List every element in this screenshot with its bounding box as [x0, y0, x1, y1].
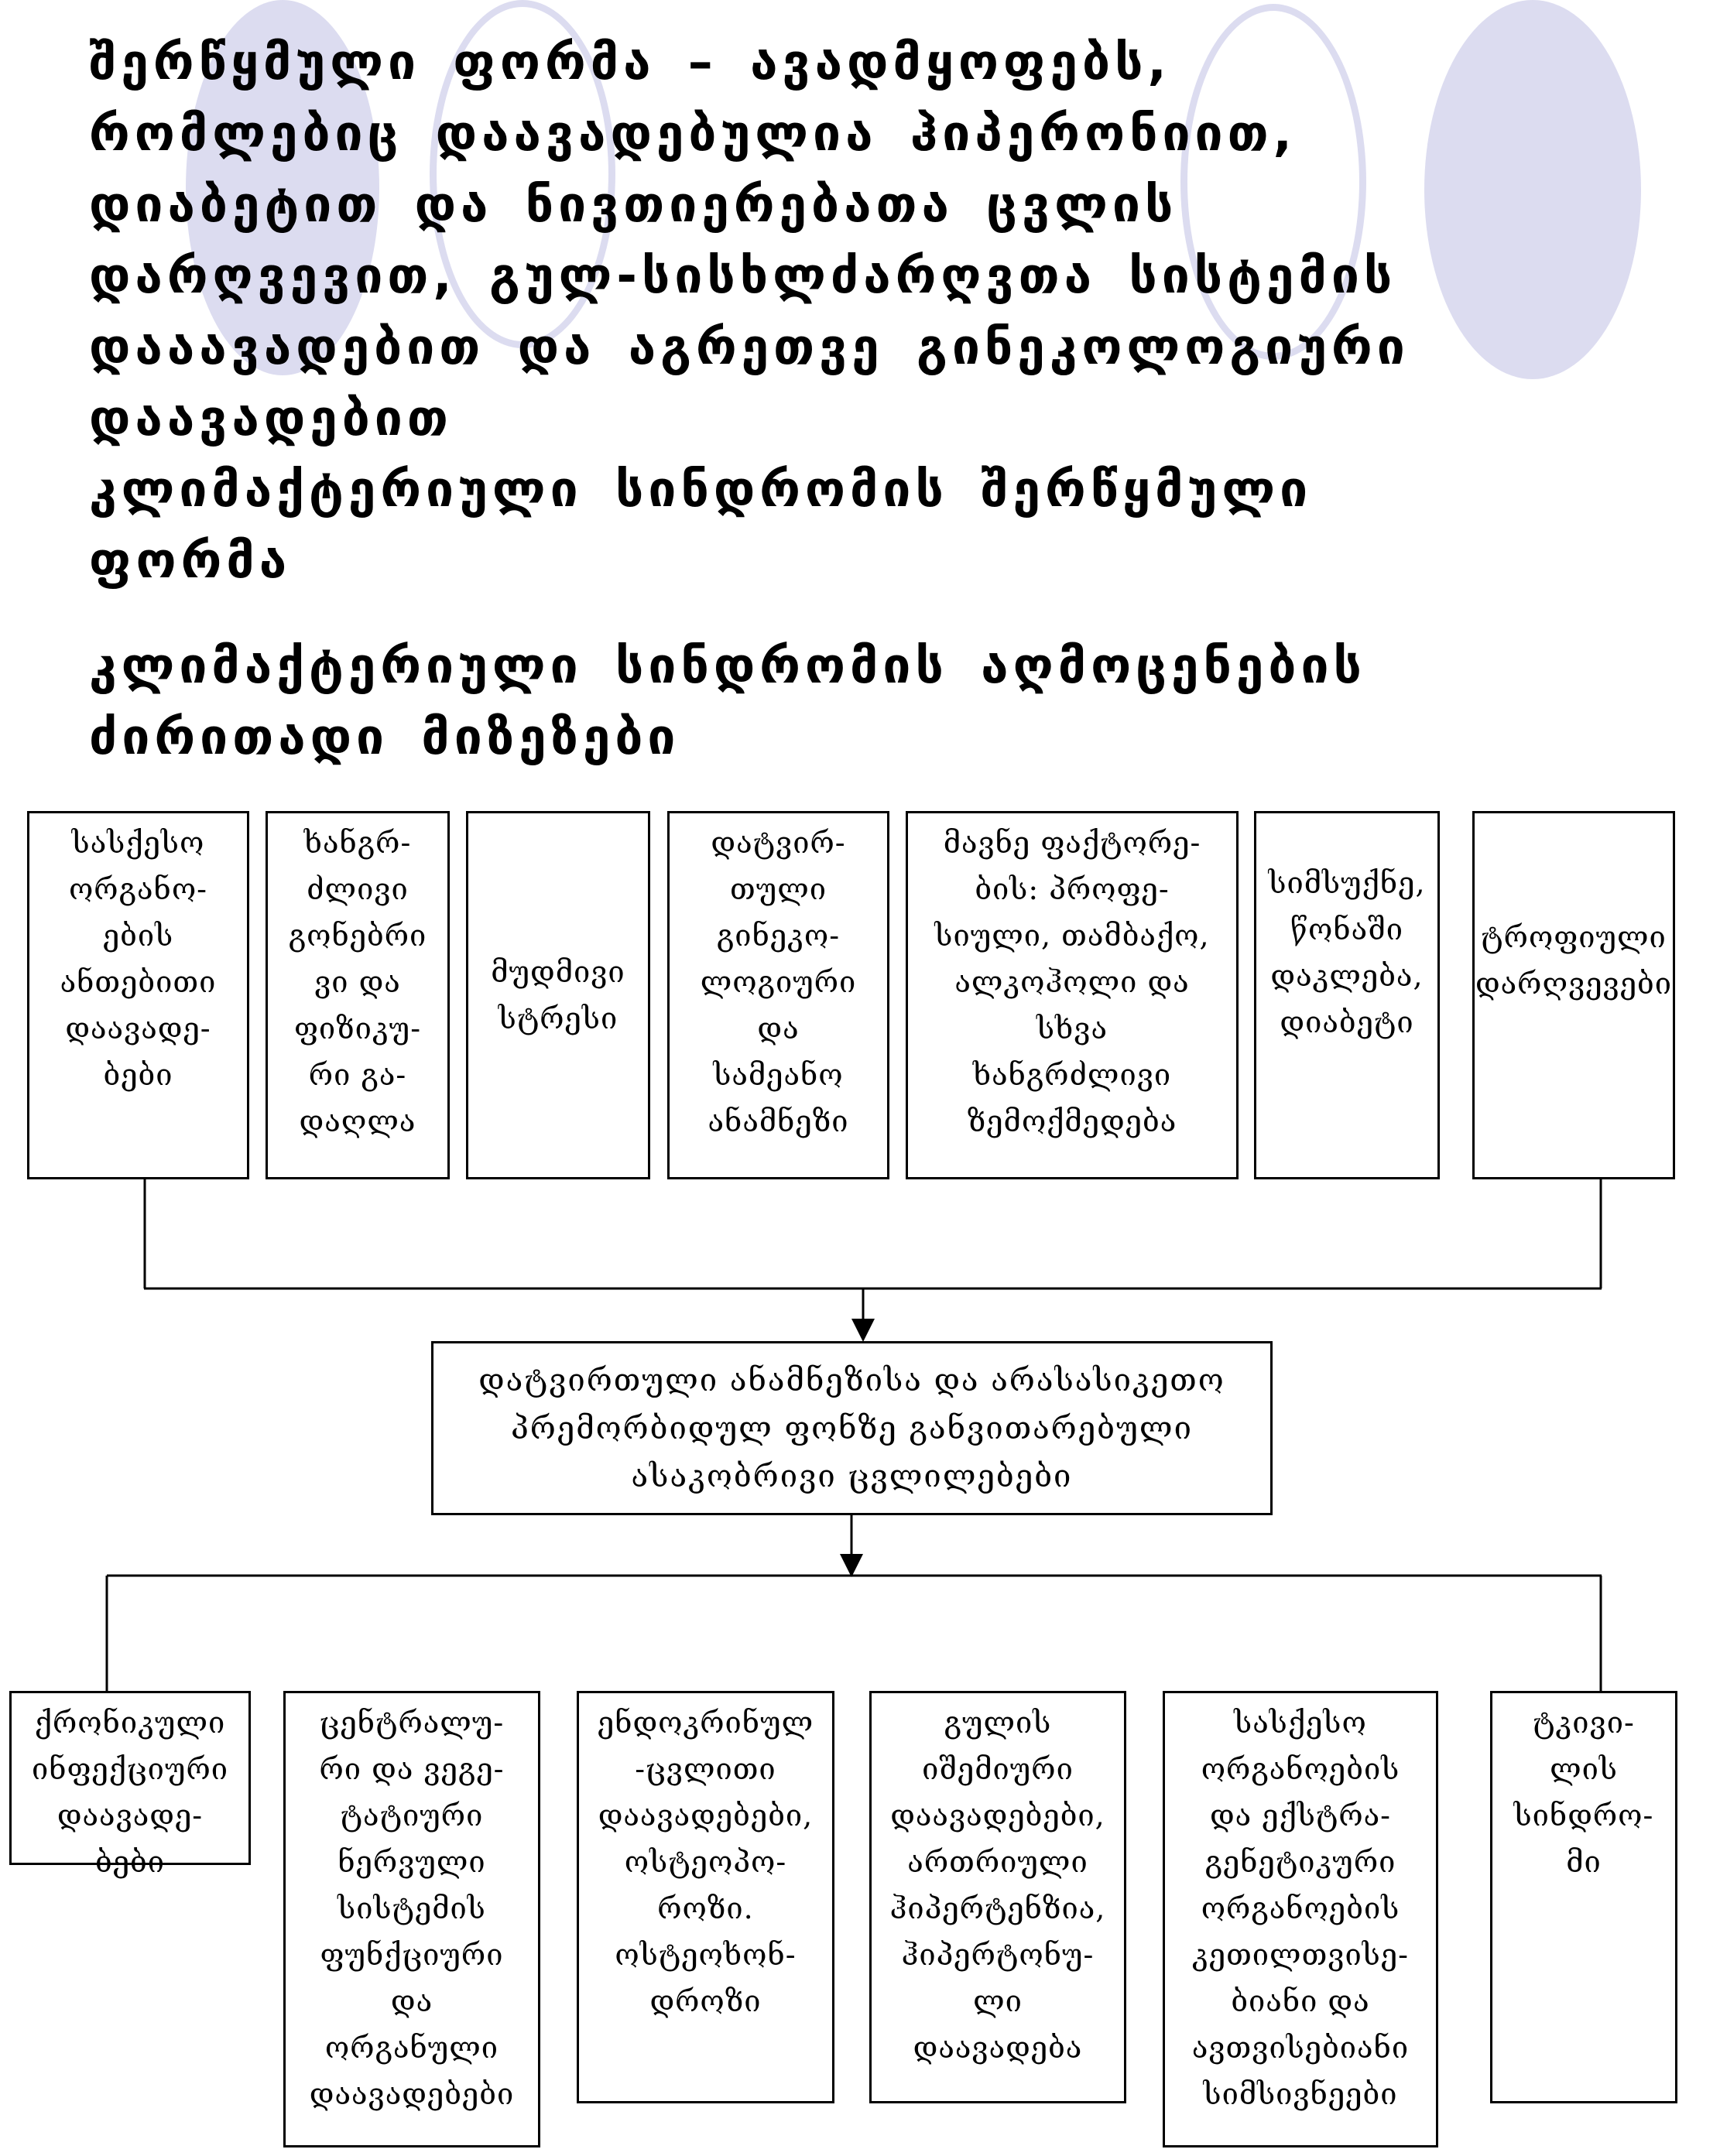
outcome-box-pain-syndrome: ტკივი- ლის სინდრო- მი: [1490, 1691, 1677, 2103]
outcome-label: გულის იშემიური დაავადებები, ართრიული ჰიპ…: [889, 1706, 1106, 2065]
heading-definition: შერწყმული ფორმა – ავადმყოფებს, რომლებიც …: [89, 34, 1410, 447]
cause-box-exhaustion: ხანგრ- ძლივი გონებრი ვი და ფიზიკუ- რი გა…: [266, 811, 450, 1179]
center-label: დატვირთული ანამნეზისა და არასასიკეთო პრე…: [478, 1362, 1225, 1494]
cause-box-inflammatory-diseases: სასქესო ორგანო- ების ანთებითი დაავადე- ბ…: [27, 811, 249, 1179]
cause-label: მუდმივი სტრესი: [491, 955, 625, 1035]
cause-label: სიმსუქნე, წონაში დაკლება, დიაბეტი: [1268, 866, 1426, 1039]
outcome-box-nervous-system: ცენტრალუ- რი და ვეგე- ტატიური ნერვული სი…: [283, 1691, 540, 2147]
decorative-ellipse-outline: [1180, 4, 1366, 360]
cause-label: მავნე ფაქტორე- ბის: პროფე- სიული, თამბაქ…: [934, 826, 1210, 1138]
outcome-label: სასქესო ორგანოების და ექსტრა- გენეტიკური…: [1191, 1706, 1410, 2111]
outcome-box-chronic-infections: ქრონიკული ინფექციური დაავადე- ბები: [9, 1691, 251, 1879]
outcome-label: ქრონიკული ინფექციური დაავადე- ბები: [31, 1706, 229, 1879]
center-box-age-changes: დატვირთული ანამნეზისა და არასასიკეთო პრე…: [431, 1341, 1273, 1515]
cause-box-trophic-disorders: ტროფიული დარღვევები: [1472, 811, 1675, 1179]
cause-label: ტროფიული დარღვევები: [1475, 920, 1673, 1001]
outcome-label: ენდოკრინულ -ცვლითი დაავადებები, ოსტეოპო-…: [597, 1706, 814, 2018]
outcome-box-cardiac: გულის იშემიური დაავადებები, ართრიული ჰიპ…: [869, 1691, 1126, 2103]
cause-box-obesity-diabetes: სიმსუქნე, წონაში დაკლება, დიაბეტი: [1254, 811, 1440, 1179]
outcome-label: ტკივი- ლის სინდრო- მი: [1513, 1706, 1654, 1879]
decorative-ellipse-outline: [430, 0, 615, 348]
cause-label: სასქესო ორგანო- ების ანთებითი დაავადე- ბ…: [60, 826, 217, 1092]
cause-box-stress: მუდმივი სტრესი: [466, 811, 650, 1179]
cause-label: დატვირ- თული გინეკო- ლოგიური და სამეანო …: [700, 826, 857, 1138]
outcome-box-tumors: სასქესო ორგანოების და ექსტრა- გენეტიკური…: [1163, 1691, 1438, 2147]
outcome-box-endocrine: ენდოკრინულ -ცვლითი დაავადებები, ოსტეოპო-…: [577, 1691, 834, 2103]
heading-combined-form: კლიმაქტერიული სინდრომის შერწყმული ფორმა: [89, 461, 1313, 590]
cause-box-anamnesis: დატვირ- თული გინეკო- ლოგიური და სამეანო …: [667, 811, 889, 1179]
heading-main-causes: კლიმაქტერიული სინდრომის აღმოცენების ძირი…: [89, 638, 1366, 766]
decorative-ellipse: [186, 0, 379, 375]
cause-box-harmful-factors: მავნე ფაქტორე- ბის: პროფე- სიული, თამბაქ…: [906, 811, 1239, 1179]
cause-label: ხანგრ- ძლივი გონებრი ვი და ფიზიკუ- რი გა…: [288, 826, 427, 1138]
decorative-ellipse: [1424, 0, 1641, 379]
outcome-label: ცენტრალუ- რი და ვეგე- ტატიური ნერვული სი…: [309, 1706, 515, 2111]
